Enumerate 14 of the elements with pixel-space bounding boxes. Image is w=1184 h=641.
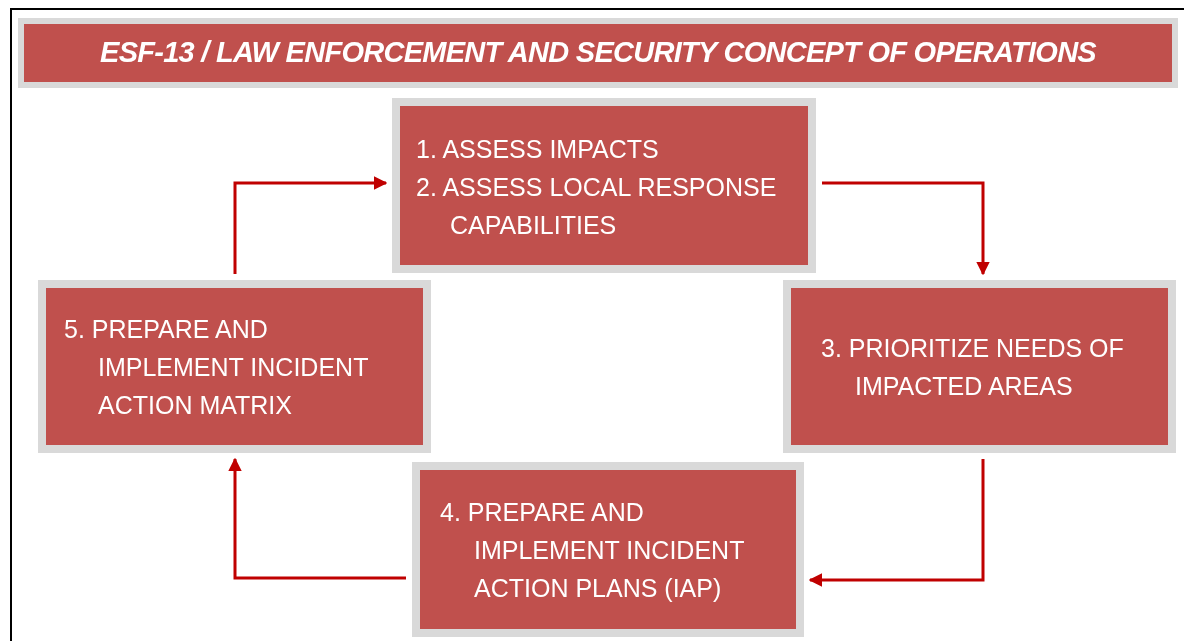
step-text: 4. PREPARE AND IMPLEMENT INCIDENT ACTION PLANS (IAP): [440, 496, 745, 604]
step-text: 5. PREPARE AND IMPLEMENT INCIDENT ACTION MATRIX: [64, 313, 369, 421]
process-box: [38, 280, 431, 453]
step-text: 1. ASSESS IMPACTS: [416, 134, 660, 165]
step-text: 2. ASSESS LOCAL RESPONSE CAPABILITIES: [416, 172, 778, 241]
arrow: [228, 457, 406, 580]
process-box: [412, 462, 804, 637]
step-text: 3. PRIORITIZE NEEDS OF IMPACTED AREAS: [821, 332, 1125, 402]
title-banner: ESF-13 / LAW ENFORCEMENT AND SECURITY CONCEPT OF OPERATIONS: [18, 18, 1178, 88]
process-box: [783, 280, 1176, 453]
process-box: [392, 98, 816, 273]
arrow: [233, 176, 388, 274]
arrow: [822, 181, 990, 276]
arrow: [808, 459, 985, 587]
